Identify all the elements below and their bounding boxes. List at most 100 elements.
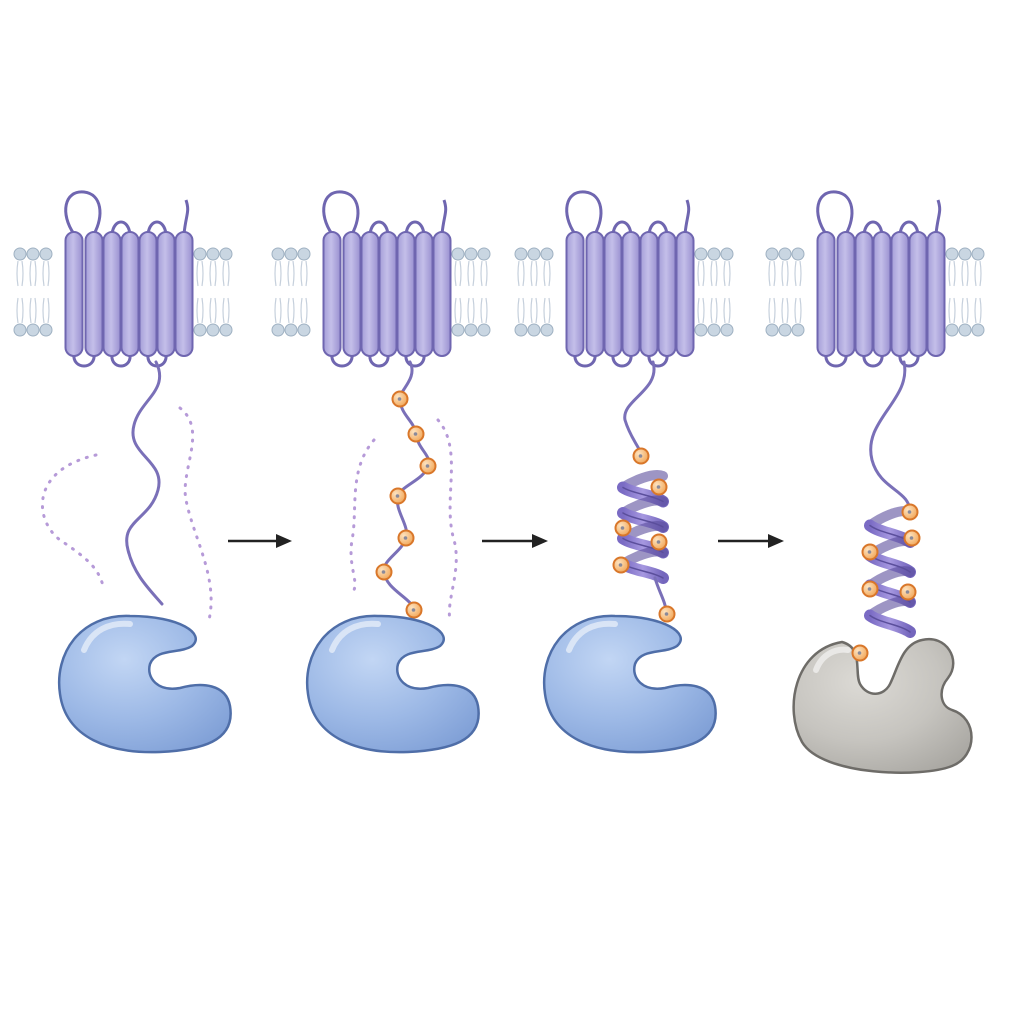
- lipid-tail: [197, 298, 198, 323]
- lipid-head: [708, 324, 720, 336]
- lipid-head: [465, 324, 477, 336]
- lipid-tail: [48, 298, 49, 323]
- phosphate-group: [853, 646, 868, 661]
- phosphate-core: [619, 563, 623, 567]
- n-terminus: [936, 200, 940, 234]
- lipid-tail: [795, 261, 796, 286]
- lipid-tail: [228, 298, 229, 323]
- phosphate-group: [652, 535, 667, 550]
- lipid-head: [298, 248, 310, 260]
- lipid-tail: [306, 298, 307, 323]
- transmembrane-helix: [567, 232, 584, 356]
- lipid-tail: [301, 261, 302, 286]
- alpha-helix: [870, 511, 910, 632]
- phosphate-group: [407, 603, 422, 618]
- lipid-tail: [202, 261, 203, 286]
- lipid-tail: [962, 261, 963, 286]
- lipid-tail: [544, 261, 545, 286]
- lipid-tail: [711, 261, 712, 286]
- transmembrane-helix: [838, 232, 855, 356]
- lipid-tail: [197, 261, 198, 286]
- lipid-tail: [468, 261, 469, 286]
- lipid-tail: [549, 298, 550, 323]
- phosphate-core: [398, 397, 402, 401]
- lipid-tail: [228, 261, 229, 286]
- gpcr-receptor: [324, 192, 451, 366]
- lipid-head: [766, 248, 778, 260]
- lipid-tail: [460, 261, 461, 286]
- lipid-head: [972, 248, 984, 260]
- phosphate-group: [634, 449, 649, 464]
- lipid-head: [272, 248, 284, 260]
- lipid-tail: [774, 261, 775, 286]
- lipid-tail: [716, 298, 717, 323]
- effector-protein: [59, 616, 231, 752]
- transmembrane-helix: [856, 232, 873, 356]
- phosphate-group: [905, 531, 920, 546]
- lipid-tail: [280, 298, 281, 323]
- lipid-head: [541, 324, 553, 336]
- lipid-head: [207, 248, 219, 260]
- lipid-tail: [724, 261, 725, 286]
- lipid-tail: [35, 298, 36, 323]
- phosphate-core: [657, 485, 661, 489]
- lipid-head: [478, 248, 490, 260]
- lipid-tail: [468, 298, 469, 323]
- transmembrane-helix: [910, 232, 927, 356]
- lipid-head: [27, 248, 39, 260]
- lipid-tail: [202, 298, 203, 323]
- phosphate-core: [657, 540, 661, 544]
- lipid-tail: [43, 298, 44, 323]
- transmembrane-helix: [140, 232, 157, 356]
- phosphate-core: [404, 536, 408, 540]
- disordered-tail: [127, 362, 162, 604]
- transmembrane-helix: [659, 232, 676, 356]
- arrow-1-to-2: [228, 534, 292, 548]
- conformational-ensemble-dots: [42, 455, 104, 590]
- lipid-head: [220, 324, 232, 336]
- transmembrane-helix: [324, 232, 341, 356]
- lipid-head: [972, 324, 984, 336]
- lipid-head: [207, 324, 219, 336]
- phosphate-group: [391, 489, 406, 504]
- panel-4: [766, 192, 984, 773]
- phosphate-core: [426, 464, 430, 468]
- phosphate-group: [903, 505, 918, 520]
- lipid-tail: [769, 298, 770, 323]
- lipid-tail: [967, 298, 968, 323]
- transmembrane-helix: [362, 232, 379, 356]
- lipid-tail: [703, 298, 704, 323]
- lipid-tail: [544, 298, 545, 323]
- lipid-head: [14, 324, 26, 336]
- right-arrow-icon: [276, 534, 292, 548]
- phosphate-group: [660, 607, 675, 622]
- phosphate-core: [412, 608, 416, 612]
- lipid-head: [721, 248, 733, 260]
- extracellular-loop: [324, 192, 358, 234]
- phosphate-core: [858, 651, 862, 655]
- lipid-tail: [536, 298, 537, 323]
- lipid-tail: [288, 261, 289, 286]
- lipid-tail: [518, 298, 519, 323]
- lipid-tail: [954, 261, 955, 286]
- transmembrane-helix: [587, 232, 604, 356]
- extracellular-loop: [66, 192, 100, 234]
- lipid-tail: [486, 298, 487, 323]
- lipid-head: [194, 324, 206, 336]
- phosphate-core: [414, 432, 418, 436]
- n-terminus: [184, 200, 188, 234]
- lipid-head: [959, 324, 971, 336]
- lipid-head: [40, 248, 52, 260]
- phosphate-core: [396, 494, 400, 498]
- transmembrane-helix: [86, 232, 103, 356]
- lipid-tail: [306, 261, 307, 286]
- lipid-tail: [531, 261, 532, 286]
- lipid-tail: [473, 261, 474, 286]
- phosphate-group: [614, 558, 629, 573]
- lipid-tail: [787, 261, 788, 286]
- lipid-tail: [518, 261, 519, 286]
- phosphate-core: [639, 454, 643, 458]
- lipid-head: [708, 248, 720, 260]
- phosphate-group: [409, 427, 424, 442]
- lipid-head: [946, 248, 958, 260]
